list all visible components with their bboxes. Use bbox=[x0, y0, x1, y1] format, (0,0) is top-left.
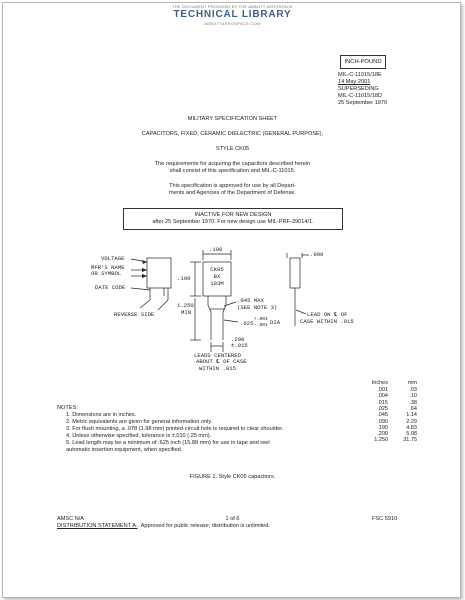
conversion-inches-cell: .025 bbox=[377, 405, 388, 412]
inactive-text: after 25 September 1970. For new design … bbox=[152, 219, 314, 225]
conversion-mm-cell: 5.08 bbox=[406, 431, 417, 438]
inactive-title: INACTIVE FOR NEW DESIGN bbox=[194, 212, 272, 218]
date-code-label: DATE CODE bbox=[95, 284, 126, 291]
body-mark-3: 103M bbox=[210, 280, 223, 287]
previous-doc-date: 25 September 1970 bbox=[338, 100, 388, 106]
intro-line-4: ments and Agencies of the Department of … bbox=[169, 190, 296, 196]
conversion-mm-cell: .03 bbox=[409, 387, 417, 393]
lead-on-label-2: CASE WITHIN .015 bbox=[300, 318, 354, 325]
inactive-notice-box: INACTIVE FOR NEW DESIGN after 25 Septemb… bbox=[123, 208, 343, 230]
mfr-label-1: MFR'S NAME bbox=[91, 264, 125, 271]
conversion-inches-cell: .001 bbox=[377, 387, 388, 393]
note-item: 2. Metric equivalents are given for gene… bbox=[66, 419, 213, 425]
inch-pound-box: INCH-POUND bbox=[340, 55, 386, 69]
note-item: 5. Lead length may be a minimum of .625 … bbox=[66, 440, 270, 446]
max-045: .045 MAX bbox=[237, 297, 264, 304]
conversion-mm-cell: 4.83 bbox=[406, 424, 417, 431]
conversion-inches-cell: .090 bbox=[377, 418, 388, 425]
conversion-mm-cell: 1.14 bbox=[406, 412, 417, 419]
leads-centered-2: ABOUT ℄ OF CASE bbox=[196, 358, 247, 365]
reverse-side-body bbox=[146, 257, 172, 289]
conversion-inches-cell: .200 bbox=[377, 431, 388, 438]
reverse-lead-right bbox=[157, 288, 169, 311]
leads-centered-1: LEADS CENTERED bbox=[194, 352, 241, 359]
dia-025: .025 bbox=[240, 320, 254, 327]
dim-side-190: .190 bbox=[177, 275, 191, 282]
note-item: 3. For flush mounting, a .078 (1.98 mm) … bbox=[66, 426, 284, 432]
side-view-body bbox=[289, 257, 301, 289]
dim-1250: 1.250 bbox=[177, 302, 194, 309]
conversion-inches-cell: .190 bbox=[377, 424, 388, 431]
lead-left bbox=[207, 296, 212, 340]
dim-top-190: .190 bbox=[209, 246, 223, 253]
sheet-title: MILITARY SPECIFICATION SHEET bbox=[187, 116, 278, 122]
doc-id: MIL-C-11015/18E bbox=[338, 72, 382, 78]
superseding-label: SUPERSEDING bbox=[338, 86, 379, 92]
conversion-header-mm: mm bbox=[407, 380, 417, 386]
lead-right bbox=[222, 296, 227, 340]
sheet-subject: CAPACITORS, FIXED, CERAMIC DIELECTRIC (G… bbox=[141, 131, 324, 137]
conversion-inches-cell: .045 bbox=[377, 412, 388, 419]
intro-line-3: This specification is approved for use b… bbox=[169, 183, 296, 189]
leads-centered-3: WITHIN .015 bbox=[199, 365, 236, 372]
intro-line-2: shall consist of this specification and … bbox=[169, 168, 296, 174]
voltage-label: VOLTAGE bbox=[101, 255, 125, 262]
fsc-label: FSC 5910 bbox=[372, 516, 398, 522]
conversion-inches-cell: .015 bbox=[377, 399, 388, 406]
conversion-header-inches: Inches bbox=[371, 380, 388, 386]
amsc-label: AMSC N/A bbox=[57, 516, 85, 522]
dia-tol-minus: -.001 bbox=[254, 323, 268, 328]
max-see-note: (SEE NOTE 3) bbox=[237, 304, 278, 311]
body-mark-1: CK05 bbox=[210, 266, 223, 273]
mfr-label-2: OR SYMBOL bbox=[91, 270, 122, 277]
reverse-side-label: REVERSE SIDE bbox=[114, 311, 155, 318]
style-label: STYLE CK05 bbox=[215, 146, 250, 152]
notes-heading: NOTES: bbox=[57, 405, 78, 411]
capacitor-body bbox=[202, 261, 232, 297]
note-item: 1. Dimensions are in inches. bbox=[66, 412, 137, 418]
library-title[interactable]: TECHNICAL LIBRARY bbox=[173, 9, 292, 20]
conversion-mm-cell: 2.29 bbox=[406, 418, 417, 425]
intro-line-1: The requirements for acquiring the capac… bbox=[154, 161, 311, 167]
doc-date: 14 May 2001 bbox=[338, 79, 371, 85]
body-mark-2: BX bbox=[214, 273, 221, 280]
dim-200: .200 bbox=[231, 336, 245, 343]
note-item: automatic insertion equipment, when spec… bbox=[66, 447, 183, 453]
library-url[interactable]: ABBOTTAEROSPACE.COM bbox=[204, 21, 261, 26]
page-number: 1 of 6 bbox=[225, 516, 240, 522]
previous-doc-id: MIL-C-11015/18D bbox=[338, 93, 383, 99]
conversion-mm-cell: 31.75 bbox=[403, 437, 417, 444]
distribution-text: Approved for public release; distributio… bbox=[140, 523, 270, 529]
conversion-mm-cell: .38 bbox=[409, 399, 417, 406]
dim-pm-015: ±.015 bbox=[231, 342, 248, 349]
conversion-inches-cell: .004 bbox=[377, 393, 388, 400]
conversion-mm-cell: .64 bbox=[409, 405, 417, 412]
figure-caption: FIGURE 1. Style CK05 capacitors. bbox=[189, 474, 276, 480]
dia-tol-plus: +.004 bbox=[254, 317, 268, 322]
conversion-mm-cell: .10 bbox=[409, 393, 417, 400]
library-tagline: THE DOCUMENT PROVIDED BY THE ABBOTT AERO… bbox=[172, 4, 293, 9]
lead-on-label-1: LEAD ON ℄ OF bbox=[307, 311, 348, 318]
dim-min: MIN bbox=[181, 309, 192, 316]
distribution-label: DISTRIBUTION STATEMENT A. bbox=[57, 523, 138, 529]
distribution-statement: DISTRIBUTION STATEMENT A. Approved for p… bbox=[57, 523, 270, 530]
conversion-inches-cell: 1.250 bbox=[374, 437, 388, 444]
reverse-lead-left bbox=[139, 288, 151, 309]
dim-090: .090 bbox=[310, 251, 324, 258]
note-item: 4. Unless otherwise specified, tolerance… bbox=[66, 433, 212, 439]
dia-label: DIA bbox=[270, 319, 281, 326]
